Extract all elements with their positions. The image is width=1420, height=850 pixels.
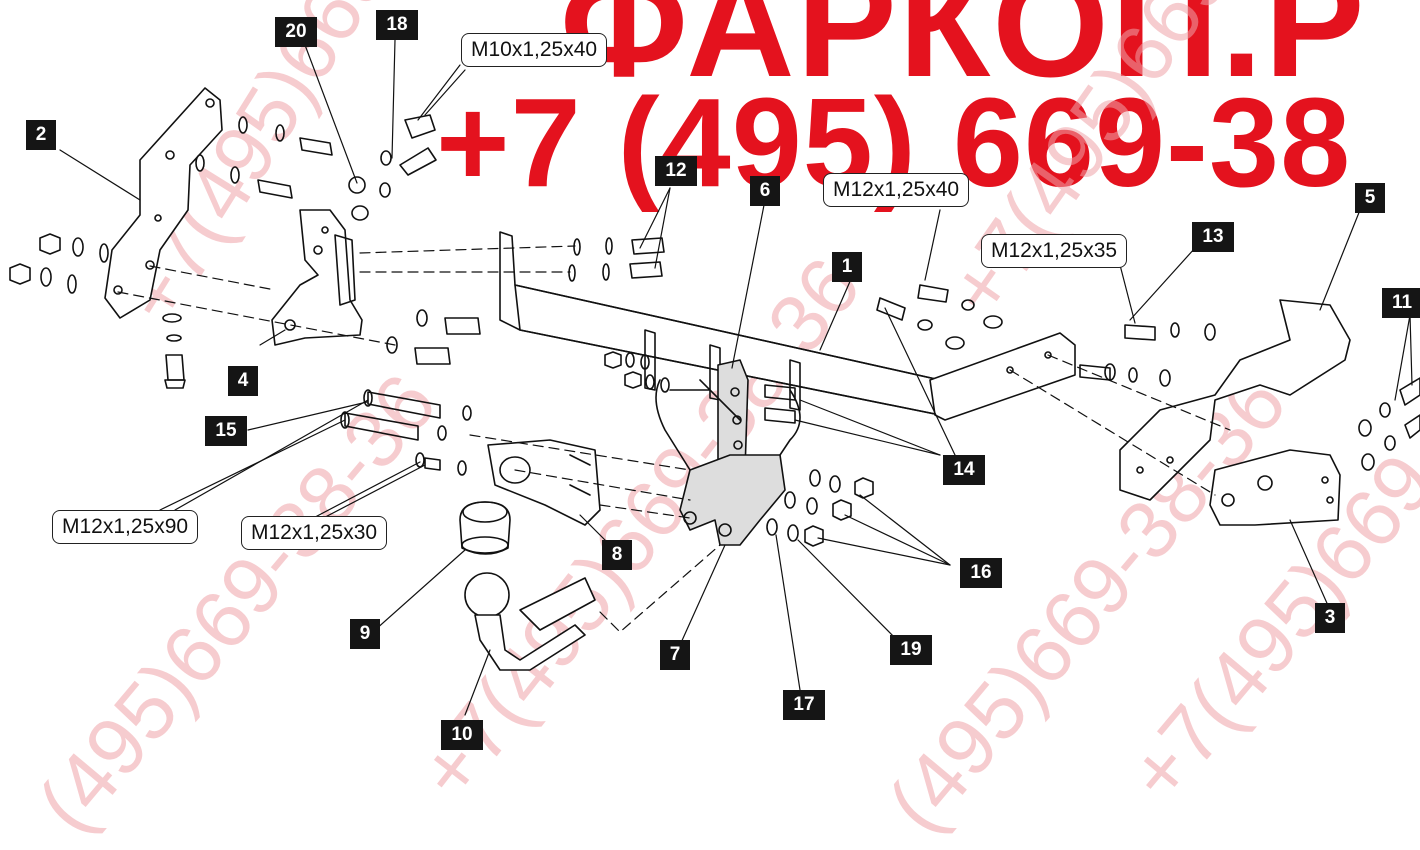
part-1-main-crossbar [499, 231, 1076, 421]
part-11-fasteners [1358, 377, 1420, 471]
part-tag-8: 8 [602, 540, 632, 570]
part-3-lower-right-bracket [1209, 449, 1341, 526]
part-tag-2: 2 [26, 120, 56, 150]
part-tag-20: 20 [275, 17, 317, 47]
part-tag-5: 5 [1355, 183, 1385, 213]
part-tag-7: 7 [660, 640, 690, 670]
part-tag-11: 11 [1382, 288, 1420, 318]
bolt-spec-m10-40: M10x1,25x40 [461, 33, 608, 67]
part-4-inner-bracket [271, 209, 363, 346]
bolt-spec-m12-35: M12x1,25x35 [981, 234, 1128, 268]
bolt-spec-m12-90: M12x1,25x90 [52, 510, 199, 544]
part-7-coupling-plate [655, 379, 801, 546]
part-12-bolts [568, 237, 665, 282]
part-tag-15: 15 [205, 416, 247, 446]
part-tag-13: 13 [1192, 222, 1234, 252]
part-tag-12: 12 [655, 156, 697, 186]
part-tag-4: 4 [228, 366, 258, 396]
part-15-long-bolts [340, 389, 472, 441]
part-tag-3: 3 [1315, 603, 1345, 633]
leader-lines [59, 39, 1413, 716]
part-tag-9: 9 [350, 619, 380, 649]
bracket-2-fasteners [9, 116, 333, 389]
part-tag-10: 10 [441, 720, 483, 750]
watermark-brand: ФАРКОП.Р [560, 0, 1367, 108]
part-16-17-19-nuts-washers [766, 469, 874, 547]
part-10-tow-ball [464, 572, 596, 671]
part-14-bolts [604, 284, 1003, 424]
bracket-4-fasteners [348, 114, 481, 365]
part-tag-19: 19 [890, 635, 932, 665]
part-2-left-bracket [104, 87, 223, 319]
part-tag-1: 1 [832, 252, 862, 282]
part-tag-14: 14 [943, 455, 985, 485]
bolt-spec-m12-40: M12x1,25x40 [823, 173, 970, 207]
part-tag-16: 16 [960, 558, 1002, 588]
exploded-assembly-drawing [9, 39, 1420, 716]
part-tag-6: 6 [750, 176, 780, 206]
part-9-ball-cap [459, 501, 511, 555]
part-tag-18: 18 [376, 10, 418, 40]
bolt-spec-m12-30: M12x1,25x30 [241, 516, 388, 550]
part-tag-17: 17 [783, 690, 825, 720]
alignment-lines [117, 245, 1231, 633]
